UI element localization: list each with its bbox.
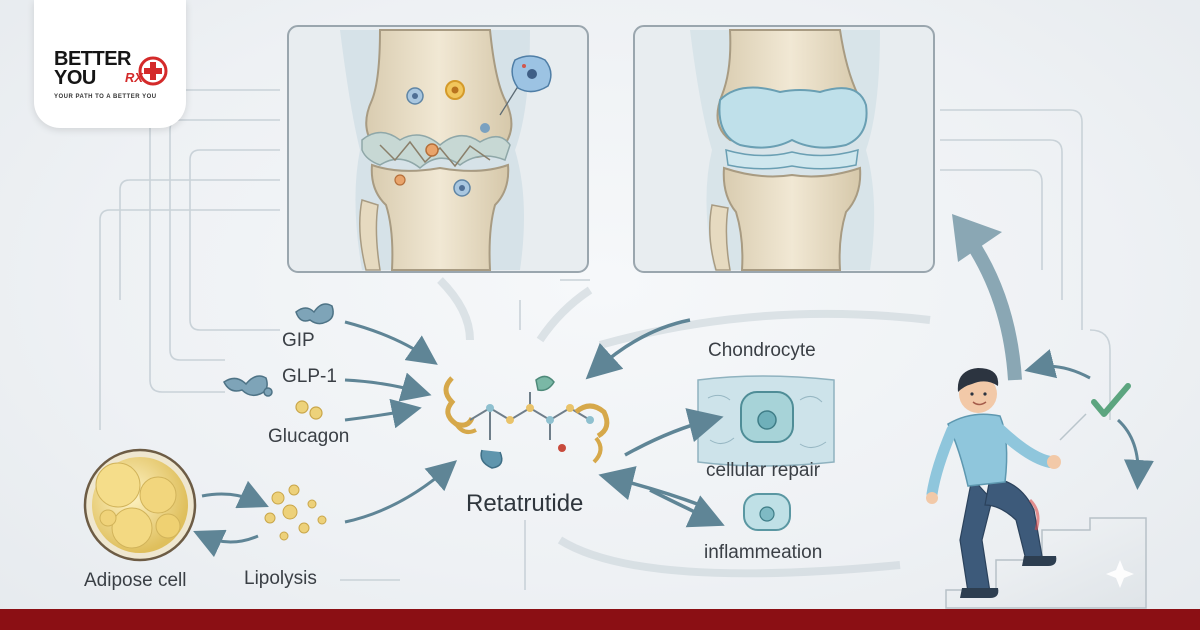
glucagon-label: Glucagon xyxy=(268,426,350,447)
repair-arrows xyxy=(585,318,725,528)
chondrocyte-label: Chondrocyte xyxy=(708,340,816,361)
damaged-knee-panel xyxy=(287,25,589,273)
brand-tagline: YOUR PATH TO A BETTER YOU xyxy=(54,94,157,100)
check-mark-icon xyxy=(1091,383,1131,417)
hormone-arrows xyxy=(344,320,438,429)
lipolysis-droplets-icon xyxy=(264,484,327,541)
progress-arrow xyxy=(952,214,1022,381)
retatrutide-label: Retatrutide xyxy=(466,490,584,517)
retatrutide-molecule-icon xyxy=(443,375,610,469)
cycle-arrows xyxy=(1024,349,1154,490)
footer-bar xyxy=(0,609,1200,630)
cellular-repair-label: cellular repair xyxy=(706,460,821,481)
background-faint-arrows xyxy=(437,277,931,578)
gip-label: GIP xyxy=(282,330,315,351)
brand-rx-mark: RX xyxy=(125,70,144,85)
brand-name: BETTER YOU xyxy=(54,48,132,89)
inflammation-label: inflammeation xyxy=(704,542,823,563)
background-circuit-lines xyxy=(99,30,1111,590)
glp1-molecule-icon xyxy=(223,375,273,397)
healthy-knee-panel xyxy=(633,25,935,273)
lipolysis-arrows xyxy=(193,460,458,558)
gip-molecule-icon xyxy=(295,303,334,325)
brand-logo-card[interactable]: BETTER YOU RX YOUR PATH TO A BETTER YOU xyxy=(34,0,186,128)
chondrocyte-tissue-icon xyxy=(697,375,835,467)
inflammation-cell-icon xyxy=(743,493,791,531)
person-climbing-icon xyxy=(926,368,1061,598)
lipolysis-label: Lipolysis xyxy=(244,568,317,589)
glp1-label: GLP-1 xyxy=(282,366,337,387)
faint-diagonal-line xyxy=(1059,413,1087,441)
adipose-cell-label: Adipose cell xyxy=(84,570,187,591)
glucagon-molecule-icon xyxy=(295,400,323,420)
medical-cross-icon xyxy=(138,56,168,86)
adipose-cell-icon xyxy=(83,448,197,562)
